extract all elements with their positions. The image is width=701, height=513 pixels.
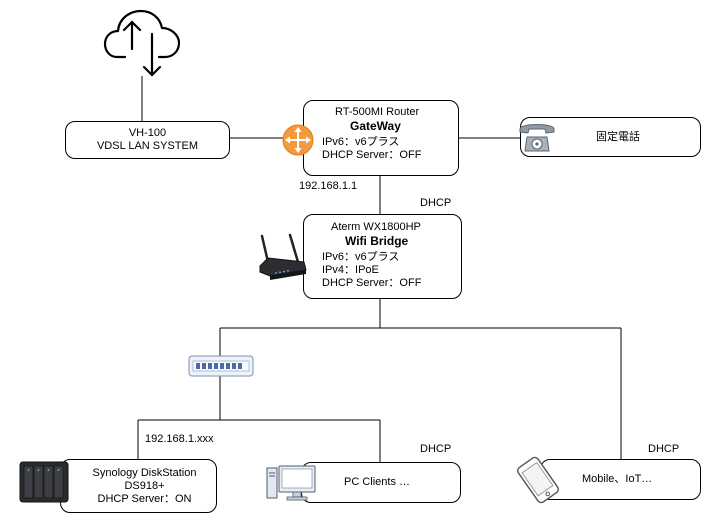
router-icon [282,124,314,156]
pc-dhcp-label: DHCP [420,443,452,455]
router-ip-label: 192.168.1.1 [299,180,358,192]
router-box: RT-500MI Router GateWay IPv6：v6プラス DHCP … [303,100,459,176]
nas-box: Synology DiskStation DS918+ DHCP Server：… [60,459,217,513]
nas-ip-label: 192.168.1.xxx [145,433,214,445]
mobile-box: Mobile、IoT… [540,459,701,500]
router-model-label: RT-500MI Router [335,106,420,118]
vdsl-box: VH-100 VDSL LAN SYSTEM [65,121,230,159]
nas-server-icon [19,461,69,503]
router-role-label: GateWay [350,119,401,133]
router-dhcp-label: DHCP Server：OFF [322,149,422,161]
mobile-dhcp-label: DHCP [648,443,680,455]
mobile-label: Mobile、IoT… [582,473,653,485]
bridge-dhcp-server-label: DHCP Server：OFF [322,277,422,289]
cloud-download-icon [103,9,181,77]
desktop-computer-icon [266,465,316,501]
nas-dhcp-label: DHCP Server：ON [97,492,192,505]
pc-clients-box: PC Clients … [301,462,461,503]
wifi-router-icon [259,233,307,280]
vdsl-model-label: VH-100 [128,127,167,139]
telephone-icon [519,124,555,152]
bridge-role-label: Wifi Bridge [345,234,409,248]
bridge-model-label: Aterm WX1800HP [331,221,421,233]
nas-name-label: Synology DiskStation [92,466,197,479]
network-switch-icon [188,355,254,377]
pc-clients-label: PC Clients … [344,476,411,488]
vdsl-system-label: VDSL LAN SYSTEM [96,140,199,152]
router-ipv6-label: IPv6：v6プラス [322,136,400,148]
phone-label: 固定電話 [596,131,640,143]
bridge-box: Aterm WX1800HP Wifi Bridge IPv6：v6プラス IP… [303,214,462,299]
smartphone-icon [516,456,560,504]
bridge-ipv6-label: IPv6：v6プラス [322,251,400,263]
phone-box: 固定電話 [520,117,701,157]
bridge-dhcp-label: DHCP [420,197,452,209]
nas-model-label: DS918+ [124,479,165,492]
bridge-ipv4-label: IPv4：IPoE [322,264,379,276]
